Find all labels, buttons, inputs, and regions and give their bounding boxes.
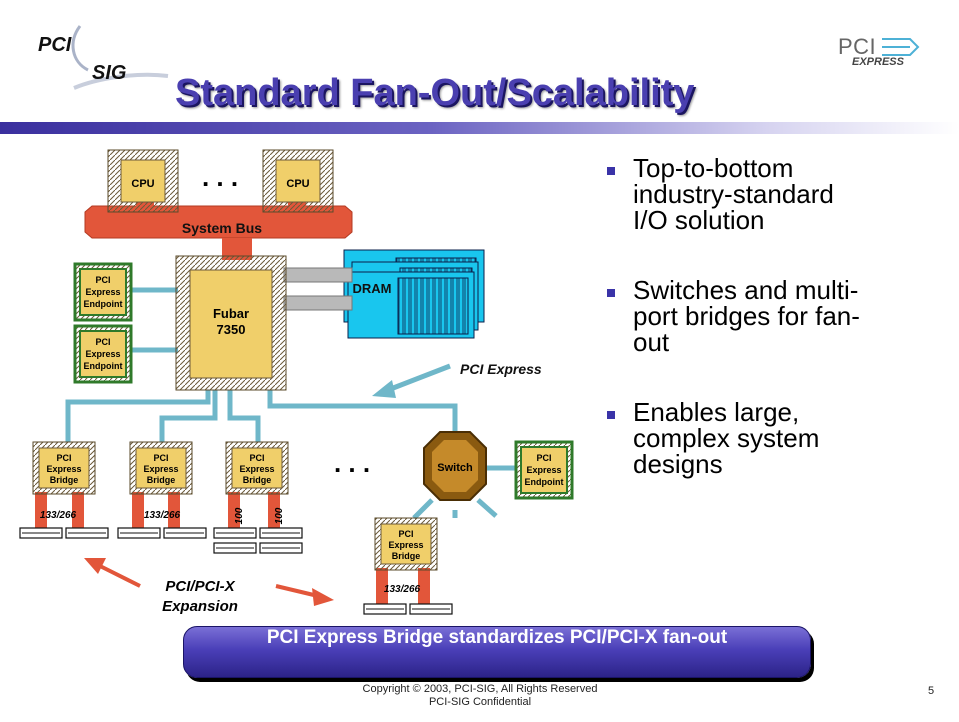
svg-text:PCI: PCI xyxy=(153,453,168,463)
dram-module xyxy=(343,249,485,339)
cpu-chip: CPU xyxy=(107,149,179,213)
copyright-text: Copyright © 2003, PCI-SIG, All Rights Re… xyxy=(362,683,598,695)
svg-text:Endpoint: Endpoint xyxy=(525,477,564,487)
memory-bus xyxy=(283,267,353,311)
svg-text:Bridge: Bridge xyxy=(392,551,421,561)
svg-text:PCI: PCI xyxy=(56,453,71,463)
pci-express-label: PCI Express xyxy=(460,361,542,377)
dram-label: DRAM xyxy=(353,281,392,296)
bus-speed-label: 133/266 xyxy=(144,510,181,521)
svg-text:Endpoint: Endpoint xyxy=(84,361,123,371)
bus-speed-label: 133/266 xyxy=(384,584,421,595)
system-bus-label: System Bus xyxy=(182,220,262,236)
pci-express-switch: Switch xyxy=(423,431,487,501)
svg-text:Express: Express xyxy=(85,349,120,359)
svg-text:PCI: PCI xyxy=(398,529,413,539)
pci-sig-logo: PCI SIG xyxy=(28,22,178,92)
bus-speed-label: 100 xyxy=(274,507,285,524)
page-number: 5 xyxy=(928,685,935,697)
expansion-arrows xyxy=(84,558,334,606)
cpu-ellipsis: . . . xyxy=(202,162,238,192)
page-title: Standard Fan-Out/Scalability xyxy=(175,72,695,114)
logo-chevron-icon xyxy=(882,38,920,56)
bus-speed-label: 133/266 xyxy=(40,510,77,521)
confidential-text: PCI-SIG Confidential xyxy=(428,696,532,708)
bullet-item: Top-to-bottom industry-standard I/O solu… xyxy=(605,155,945,233)
svg-text:Express: Express xyxy=(526,465,561,475)
pci-express-callout-arrow xyxy=(372,363,451,398)
bridge-ellipsis: . . . xyxy=(334,448,370,478)
svg-text:PCI: PCI xyxy=(95,337,110,347)
chipset-fubar: Fubar 7350 xyxy=(175,255,287,391)
bus-speed-label: 100 xyxy=(234,507,245,524)
pci-express-bridge: PCI Express Bridge 133/266 xyxy=(363,517,453,615)
svg-text:Endpoint: Endpoint xyxy=(84,299,123,309)
bullet-item: Enables large, complex system designs xyxy=(605,399,945,477)
bullet-square-icon xyxy=(607,167,615,175)
bullet-square-icon xyxy=(607,411,615,419)
svg-text:Express: Express xyxy=(46,464,81,474)
cpu-chip: CPU xyxy=(262,149,334,213)
expansion-label-line1: PCI/PCI-X xyxy=(165,578,235,595)
svg-text:Bridge: Bridge xyxy=(243,475,272,485)
svg-text:Bridge: Bridge xyxy=(50,475,79,485)
footer-copyright: Copyright © 2003, PCI-SIG, All Rights Re… xyxy=(320,683,640,709)
pci-express-endpoint: PCI Express Endpoint xyxy=(73,262,133,322)
summary-banner: PCI Express Bridge standardizes PCI/PCI-… xyxy=(183,626,811,678)
svg-text:PCI: PCI xyxy=(536,453,551,463)
svg-text:7350: 7350 xyxy=(217,322,246,337)
svg-text:Fubar: Fubar xyxy=(213,306,249,321)
title-underline-bar xyxy=(0,122,959,134)
bullet-item: Switches and multi-port bridges for fan-… xyxy=(605,277,945,355)
bullet-square-icon xyxy=(607,289,615,297)
svg-text:Bridge: Bridge xyxy=(147,475,176,485)
svg-text:PCI: PCI xyxy=(95,275,110,285)
logo-text-pci: PCI xyxy=(838,34,877,59)
svg-text:PCI: PCI xyxy=(249,453,264,463)
bullet-text: Enables large, complex system designs xyxy=(633,397,820,479)
svg-text:Express: Express xyxy=(143,464,178,474)
expansion-label-line2: Expansion xyxy=(162,598,238,615)
svg-text:CPU: CPU xyxy=(286,178,309,190)
bullet-list: Top-to-bottom industry-standard I/O solu… xyxy=(605,155,945,521)
logo-swoosh-icon xyxy=(71,25,169,90)
logo-text-pci: PCI xyxy=(38,34,72,56)
svg-text:Switch: Switch xyxy=(437,462,473,474)
bullet-text: Switches and multi-port bridges for fan-… xyxy=(633,275,860,357)
svg-text:Express: Express xyxy=(388,540,423,550)
logo-text-express: EXPRESS xyxy=(852,56,904,68)
fan-out-diagram: PCI Express System Bus CPU CPU . . . DRA… xyxy=(19,149,574,615)
pci-express-endpoint: PCI Express Endpoint xyxy=(514,440,574,500)
logo-text-sig: SIG xyxy=(92,62,127,84)
pci-express-links xyxy=(65,287,516,520)
pci-express-endpoint: PCI Express Endpoint xyxy=(73,324,133,384)
svg-text:Express: Express xyxy=(85,287,120,297)
pci-express-logo: PCI EXPRESS xyxy=(838,34,958,74)
pci-express-bridge: PCI Express Bridge 133/266 xyxy=(117,441,207,539)
summary-banner-text: PCI Express Bridge standardizes PCI/PCI-… xyxy=(266,627,728,648)
svg-text:CPU: CPU xyxy=(131,178,154,190)
svg-text:Express: Express xyxy=(239,464,274,474)
pci-express-bridge: PCI Express Bridge 100 100 xyxy=(213,441,303,554)
pci-express-bridge: PCI Express Bridge 133/266 xyxy=(19,441,109,539)
bullet-text: Top-to-bottom industry-standard I/O solu… xyxy=(633,153,834,235)
